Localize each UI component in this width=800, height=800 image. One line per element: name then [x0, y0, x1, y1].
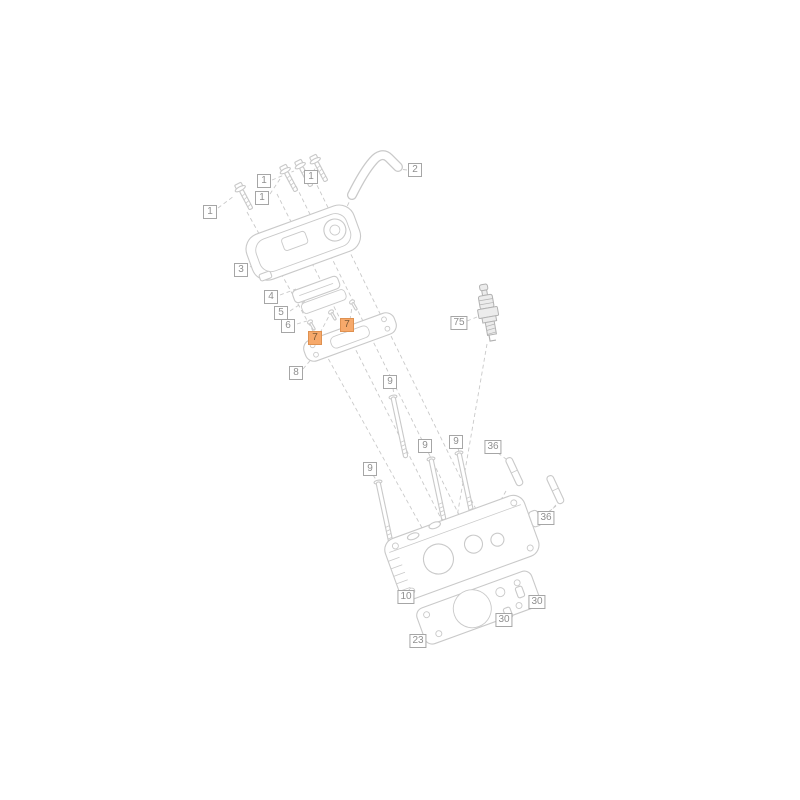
spark-plug-drawing	[477, 283, 500, 342]
callout-5-plate-gasket[interactable]: 5	[274, 306, 288, 320]
plate-gasket-drawing	[301, 289, 347, 314]
callout-75-spark-plug[interactable]: 75	[450, 316, 468, 330]
head-gasket-drawing	[416, 570, 541, 645]
callout-9-stud[interactable]: 9	[449, 435, 463, 449]
callout-36-pin[interactable]: 36	[537, 511, 555, 525]
part-drawings	[232, 150, 566, 645]
callout-6-screw[interactable]: 6	[281, 319, 295, 333]
callout-9-stud[interactable]: 9	[363, 462, 377, 476]
callout-30-dowel[interactable]: 30	[495, 613, 513, 627]
callout-1-cover-bolt[interactable]: 1	[257, 174, 271, 188]
callout-7-screw[interactable]: 7	[340, 318, 354, 332]
callout-1-cover-bolt[interactable]: 1	[304, 170, 318, 184]
callout-36-pin[interactable]: 36	[484, 440, 502, 454]
callout-30-dowel[interactable]: 30	[528, 595, 546, 609]
callout-1-cover-bolt[interactable]: 1	[203, 205, 217, 219]
callout-1-cover-bolt[interactable]: 1	[255, 191, 269, 205]
callout-23-head-gasket[interactable]: 23	[409, 634, 427, 648]
cylinder-head-drawing	[384, 494, 542, 600]
callout-4-cover-plate[interactable]: 4	[264, 290, 278, 304]
cover-plate-drawing	[291, 275, 341, 304]
breather-hose-drawing	[347, 150, 403, 200]
callout-3-valve-cover[interactable]: 3	[234, 263, 248, 277]
callout-8-cover-gasket[interactable]: 8	[289, 366, 303, 380]
callout-9-stud[interactable]: 9	[418, 439, 432, 453]
callout-2-breather-hose[interactable]: 2	[408, 163, 422, 177]
valve-cover-drawing	[245, 204, 362, 282]
callout-10-cylinder-head[interactable]: 10	[397, 590, 415, 604]
callout-9-stud[interactable]: 9	[383, 375, 397, 389]
callout-7-screw[interactable]: 7	[308, 331, 322, 345]
cover-gasket-drawing	[303, 312, 397, 362]
